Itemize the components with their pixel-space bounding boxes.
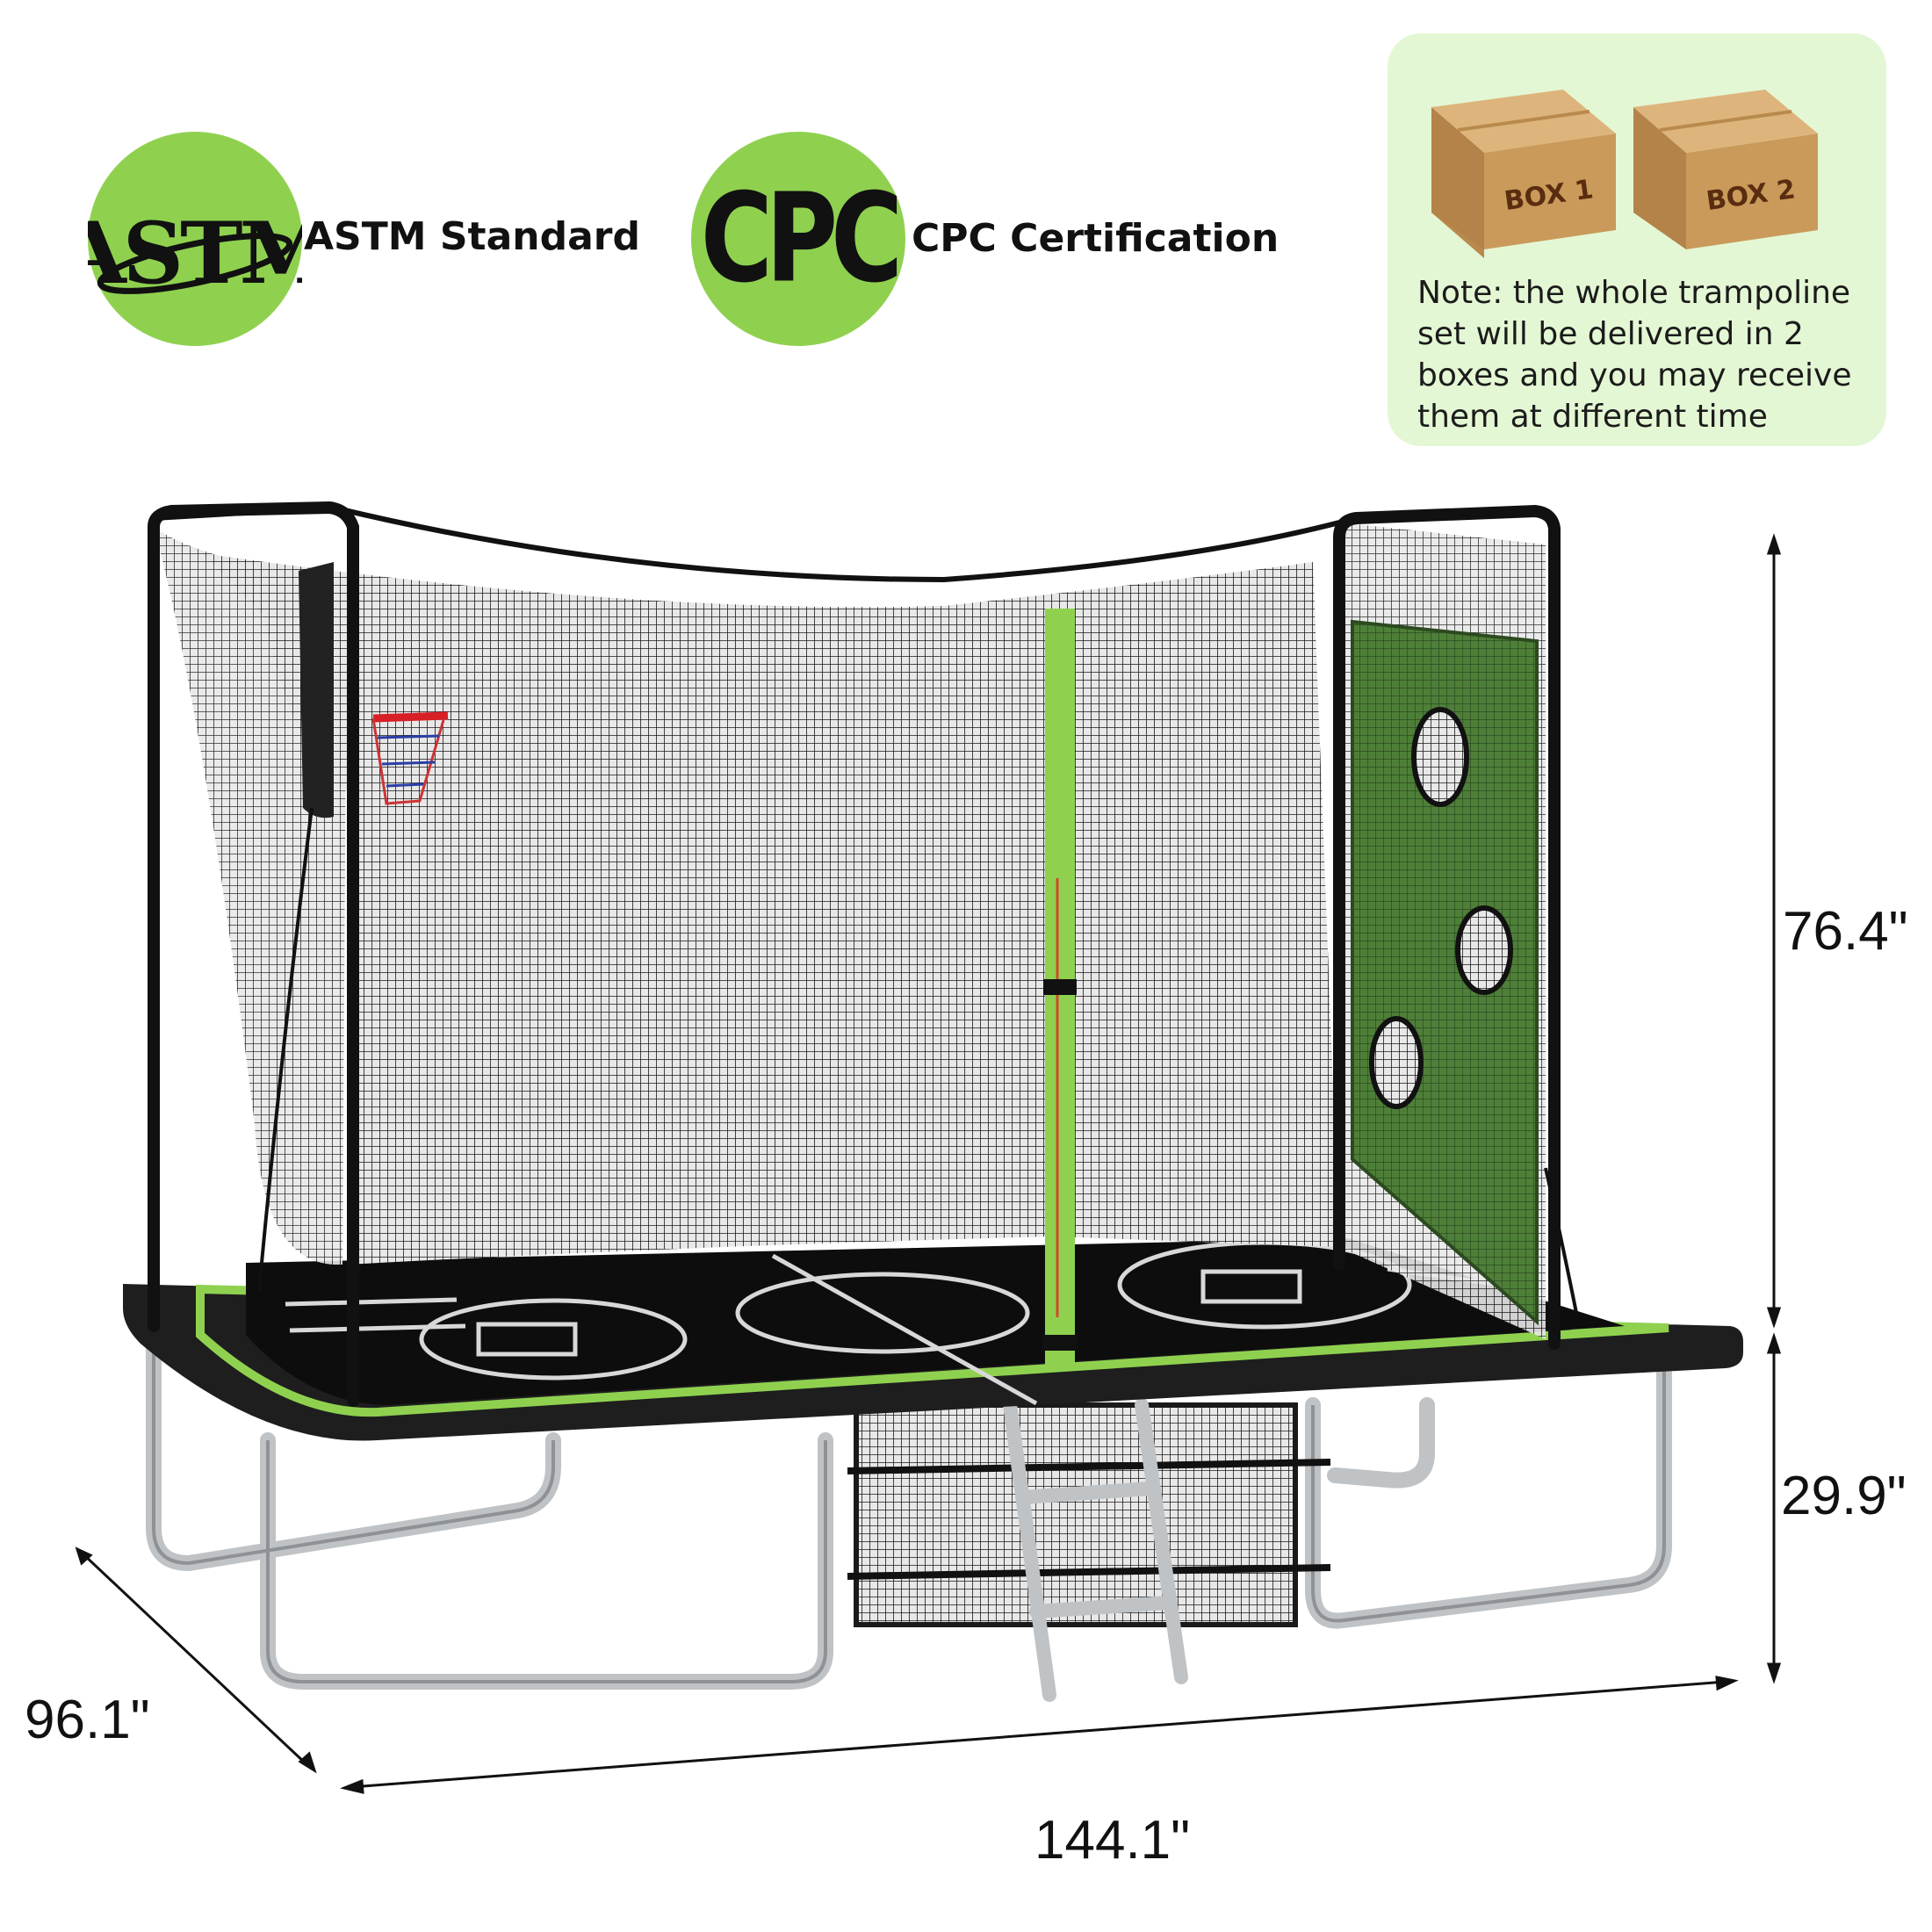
astm-badge-text: ASTM: [88, 204, 302, 303]
storage-net: [854, 1402, 1298, 1627]
length-label: 144.1": [1034, 1810, 1191, 1871]
box-1-icon: BOX 1: [1431, 90, 1616, 258]
enclosure-net: [202, 553, 1339, 1265]
enclosure-height-label: 76.4": [1783, 901, 1908, 962]
shipping-boxes-icon: BOX 1 BOX 2: [1431, 90, 1818, 258]
dimension-arrows: [75, 533, 1782, 1794]
astm-logo-icon: ASTM: [88, 204, 302, 303]
astm-badge: ASTM: [88, 132, 302, 346]
astm-standard-label: ASTM Standard: [304, 214, 640, 259]
enclosure-poles: [148, 501, 1561, 1407]
delivery-note-panel: BOX 1 BOX 2 Note: the whole trampoline s…: [1388, 33, 1886, 446]
delivery-note-text: Note: the whole trampoline set will be d…: [1417, 275, 1852, 435]
cpc-badge-text: CPC: [700, 167, 903, 311]
width-label: 96.1": [25, 1690, 150, 1750]
jumping-mat: [246, 1238, 1625, 1405]
target-net: [1351, 619, 1539, 1326]
cpc-certification-label: CPC Certification: [912, 216, 1280, 261]
box-2-icon: BOX 2: [1633, 90, 1818, 249]
frame-height-label: 29.9": [1781, 1466, 1907, 1526]
ladder: [1003, 1398, 1188, 1702]
basketball-hoop: [299, 562, 449, 818]
cpc-badge: CPC: [691, 132, 905, 346]
